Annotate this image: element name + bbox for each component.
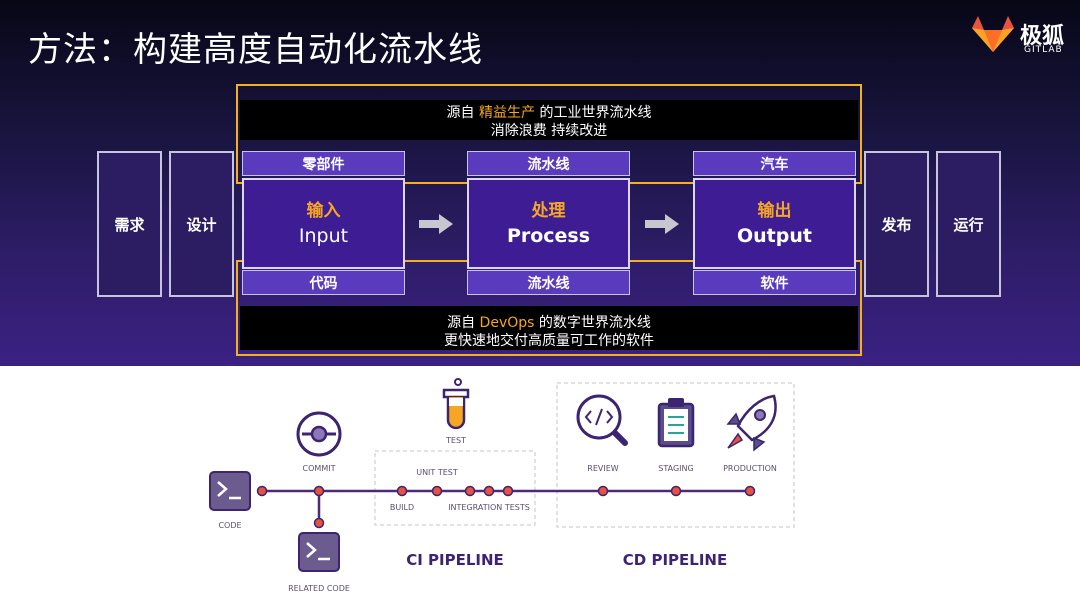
commit-icon bbox=[296, 411, 342, 457]
lean-band-highlight: 精益生产 bbox=[479, 105, 535, 121]
test-tube-icon bbox=[442, 378, 470, 430]
stage-input: 输入 Input bbox=[242, 178, 405, 269]
build-label: BUILD bbox=[390, 503, 414, 512]
code-terminal-icon bbox=[209, 471, 251, 511]
devops-band: 源自 DevOps 的数字世界流水线 更快速地交付高质量可工作的软件 bbox=[240, 306, 858, 350]
devops-band-prefix: 源自 bbox=[447, 315, 476, 331]
production-rocket-icon bbox=[726, 394, 777, 452]
stage-input-en: Input bbox=[298, 224, 349, 247]
ci-stage-box bbox=[374, 450, 536, 526]
side-release: 发布 bbox=[864, 151, 929, 297]
pipeline-nodes bbox=[256, 485, 756, 529]
stage-process-zh: 处理 bbox=[531, 200, 566, 221]
side-requirement: 需求 bbox=[97, 151, 162, 297]
pipeline-node bbox=[483, 485, 495, 497]
staging-label: STAGING bbox=[658, 464, 693, 473]
lean-band-prefix: 源自 bbox=[446, 105, 475, 121]
top-section: 方法：构建高度自动化流水线 极狐 GITLAB 源自 精益生产 的工业世界流水线… bbox=[0, 0, 1080, 366]
lean-band-line1: 源自 精益生产 的工业世界流水线 bbox=[240, 104, 858, 122]
review-magnifier-icon bbox=[576, 394, 628, 446]
pipeline-node bbox=[256, 485, 268, 497]
cd-stage-box bbox=[556, 382, 795, 528]
gitlab-logo: 极狐 GITLAB bbox=[970, 14, 1070, 60]
lean-band-line2: 消除浪费 持续改进 bbox=[490, 123, 608, 139]
code-label: CODE bbox=[218, 521, 241, 530]
unit-test-label: UNIT TEST bbox=[416, 468, 458, 477]
test-label: TEST bbox=[445, 436, 466, 445]
stage-output-zh: 输出 bbox=[757, 200, 792, 221]
arrow-right-icon bbox=[419, 214, 453, 234]
devops-band-suffix: 的数字世界流水线 bbox=[538, 315, 651, 331]
staging-clipboard-icon bbox=[657, 398, 695, 448]
review-label: REVIEW bbox=[587, 464, 619, 473]
pipeline-node bbox=[464, 485, 476, 497]
logo-text: 极狐 bbox=[1020, 24, 1065, 49]
integration-tests-label: INTEGRATION TESTS bbox=[448, 503, 530, 512]
pipeline-node bbox=[502, 485, 514, 497]
lean-band: 源自 精益生产 的工业世界流水线 消除浪费 持续改进 bbox=[240, 100, 858, 140]
pipeline-node bbox=[313, 485, 325, 497]
production-label: PRODUCTION bbox=[723, 464, 777, 473]
stage-input-top-label: 零部件 bbox=[242, 151, 405, 176]
stage-process-en: Process bbox=[506, 224, 591, 247]
stage-output-bottom-label: 软件 bbox=[693, 270, 856, 295]
stage-input-zh: 输入 bbox=[306, 200, 341, 221]
side-design: 设计 bbox=[169, 151, 234, 297]
cd-pipeline-title: CD PIPELINE bbox=[623, 551, 727, 569]
stage-process: 处理 Process bbox=[467, 178, 630, 269]
devops-band-highlight: DevOps bbox=[479, 315, 535, 331]
stage-process-bottom-label: 流水线 bbox=[467, 270, 630, 295]
stage-process-top-label: 流水线 bbox=[467, 151, 630, 176]
pipeline-node bbox=[670, 485, 682, 497]
lean-band-suffix: 的工业世界流水线 bbox=[539, 105, 652, 121]
stage-output: 输出 Output bbox=[693, 178, 856, 269]
devops-band-line2: 更快速地交付高质量可工作的软件 bbox=[444, 333, 654, 349]
pipeline-node bbox=[744, 485, 756, 497]
slide-title: 方法：构建高度自动化流水线 bbox=[28, 30, 483, 70]
stage-output-top-label: 汽车 bbox=[693, 151, 856, 176]
stage-input-bottom-label: 代码 bbox=[242, 270, 405, 295]
side-operate: 运行 bbox=[936, 151, 1001, 297]
commit-label: COMMIT bbox=[303, 464, 336, 473]
stage-output-en: Output bbox=[737, 224, 812, 247]
pipeline-node bbox=[313, 517, 325, 529]
logo-subtext: GITLAB bbox=[1024, 45, 1063, 55]
arrow-right-icon bbox=[645, 214, 679, 234]
ci-pipeline-title: CI PIPELINE bbox=[406, 551, 504, 569]
fox-logo-icon bbox=[972, 16, 1014, 52]
pipeline-node bbox=[396, 485, 408, 497]
pipeline-diagram: CODE RELATED CODE COMMIT TEST UNIT TEST … bbox=[209, 378, 795, 593]
pipeline-node bbox=[597, 485, 609, 497]
pipeline-node bbox=[431, 485, 443, 497]
related-code-terminal-icon bbox=[298, 532, 340, 572]
related-code-label: RELATED CODE bbox=[288, 584, 350, 593]
devops-band-line1: 源自 DevOps 的数字世界流水线 bbox=[240, 314, 858, 332]
